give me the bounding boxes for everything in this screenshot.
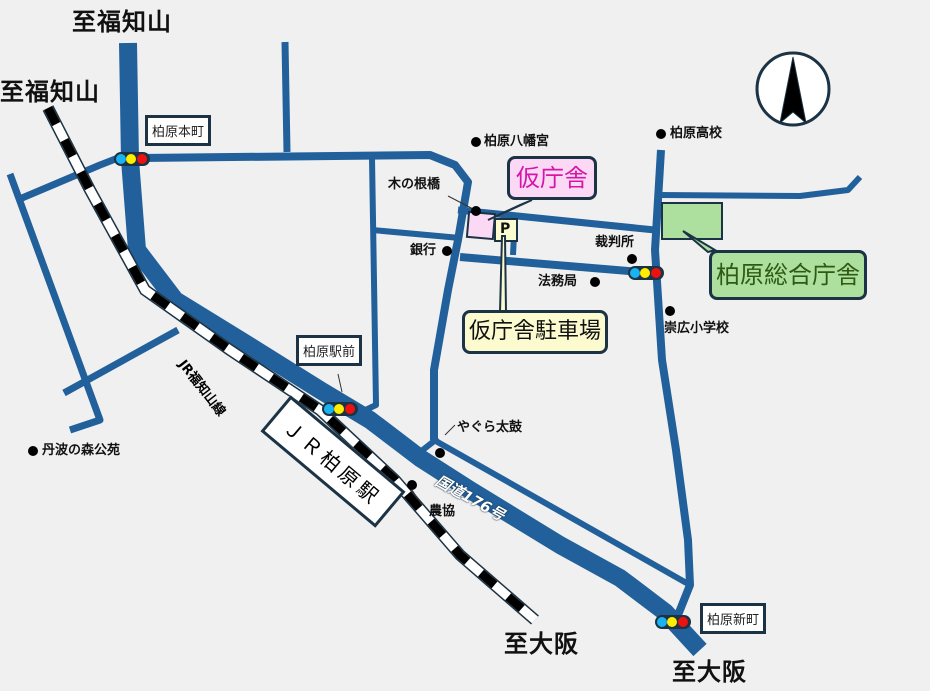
traffic-signal-honmachi — [114, 152, 150, 166]
poi-kinone-bridge: 木の根橋 — [388, 177, 441, 192]
poi-dots — [28, 129, 675, 490]
direction-fukuchiyama-rail: 至福知山 — [0, 78, 100, 106]
temp-office-building[interactable] — [465, 210, 497, 241]
callout-temp-office[interactable]: 仮庁舎 — [507, 156, 597, 200]
jr-railway — [42, 105, 539, 625]
traffic-signal-court — [628, 266, 664, 280]
temp-office-leader — [487, 199, 533, 221]
callout-general-office[interactable]: 柏原総合庁舎 — [709, 250, 867, 300]
north-arrow-icon — [755, 51, 831, 127]
poi-bank: 銀行 — [410, 243, 437, 258]
poi-legal-office: 法務局 — [538, 274, 578, 289]
direction-osaka-rail: 至大阪 — [504, 630, 579, 658]
direction-osaka-road: 至大阪 — [672, 658, 747, 686]
intersection-label-honmachi: 柏原本町 — [145, 115, 212, 146]
traffic-signal-ekimae — [322, 402, 358, 416]
parking-icon: P — [500, 221, 511, 237]
intersection-label-ekimae: 柏原駅前 — [296, 335, 363, 366]
poi-court: 裁判所 — [595, 235, 635, 250]
intersection-label-shinmachi: 柏原新町 — [700, 603, 767, 634]
traffic-signal-shinmachi — [655, 615, 691, 629]
poi-hachimangu: 柏原八幡宮 — [484, 134, 550, 149]
direction-fukuchiyama-road: 至福知山 — [72, 8, 172, 36]
poi-yagura-taiko: やぐら太鼓 — [457, 420, 523, 435]
callout-temp-office-parking[interactable]: 仮庁舎駐車場 — [462, 310, 609, 354]
poi-nokyo: 農協 — [429, 504, 456, 519]
secondary-roads — [6, 41, 863, 617]
main-roads — [119, 42, 707, 657]
poi-high-school: 柏原高校 — [670, 126, 723, 141]
poi-elementary-school: 崇広小学校 — [664, 321, 730, 336]
parking-leader — [498, 235, 508, 313]
general-office-building[interactable] — [661, 202, 723, 240]
poi-tamba-park: 丹波の森公苑 — [42, 443, 121, 458]
